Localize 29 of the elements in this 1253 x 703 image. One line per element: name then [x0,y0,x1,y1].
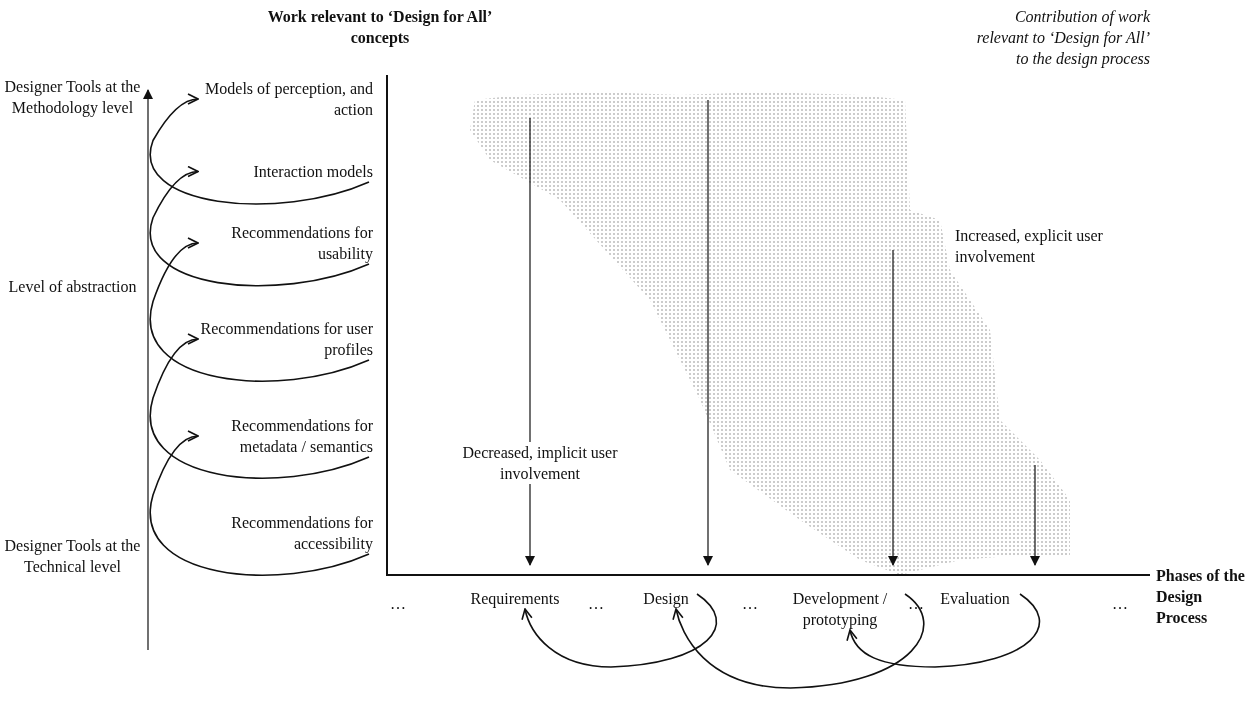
ellipsis-text: … [390,594,407,614]
axis-label: Designer Tools at the Technical level [3,536,142,577]
curved-arrow [149,334,370,479]
curved-arrow [149,238,370,382]
curved-arrow [149,166,370,287]
curved-arrow [847,593,1040,668]
design-phase-label: Development / prototyping [775,588,905,630]
axis-label: Level of abstraction [7,277,138,297]
design-phase-label: Design [635,588,697,609]
design-phase-label: Evaluation [930,588,1020,609]
curved-arrow [149,431,370,576]
ellipsis-text: … [1112,594,1129,614]
abstraction-level-label: Recommendations for accessibility [198,512,373,554]
curved-arrow [672,593,925,689]
curved-arrow [149,94,370,205]
axis-label: Designer Tools at the Methodology level [3,77,142,118]
abstraction-level-label: Recommendations for usability [198,222,373,264]
abstraction-level-label: Recommendations for metadata / semantics [198,415,373,457]
abstraction-level-label: Interaction models [198,161,373,182]
ellipsis-text: … [908,594,925,614]
ellipsis-text: … [588,594,605,614]
design-phase-label: Requirements [465,588,565,609]
abstraction-level-label: Recommendations for user profiles [198,318,373,360]
axis-title: Phases of the Design Process [1156,566,1246,628]
chart-caption: Contribution of work relevant to ‘Design for All’ to the design process [975,7,1150,69]
ellipsis-text: … [742,594,759,614]
curved-arrow [521,593,717,668]
abstraction-level-label: Models of perception, and action [198,78,373,120]
axis-title: Work relevant to ‘Design for All’ concepts [266,7,494,48]
